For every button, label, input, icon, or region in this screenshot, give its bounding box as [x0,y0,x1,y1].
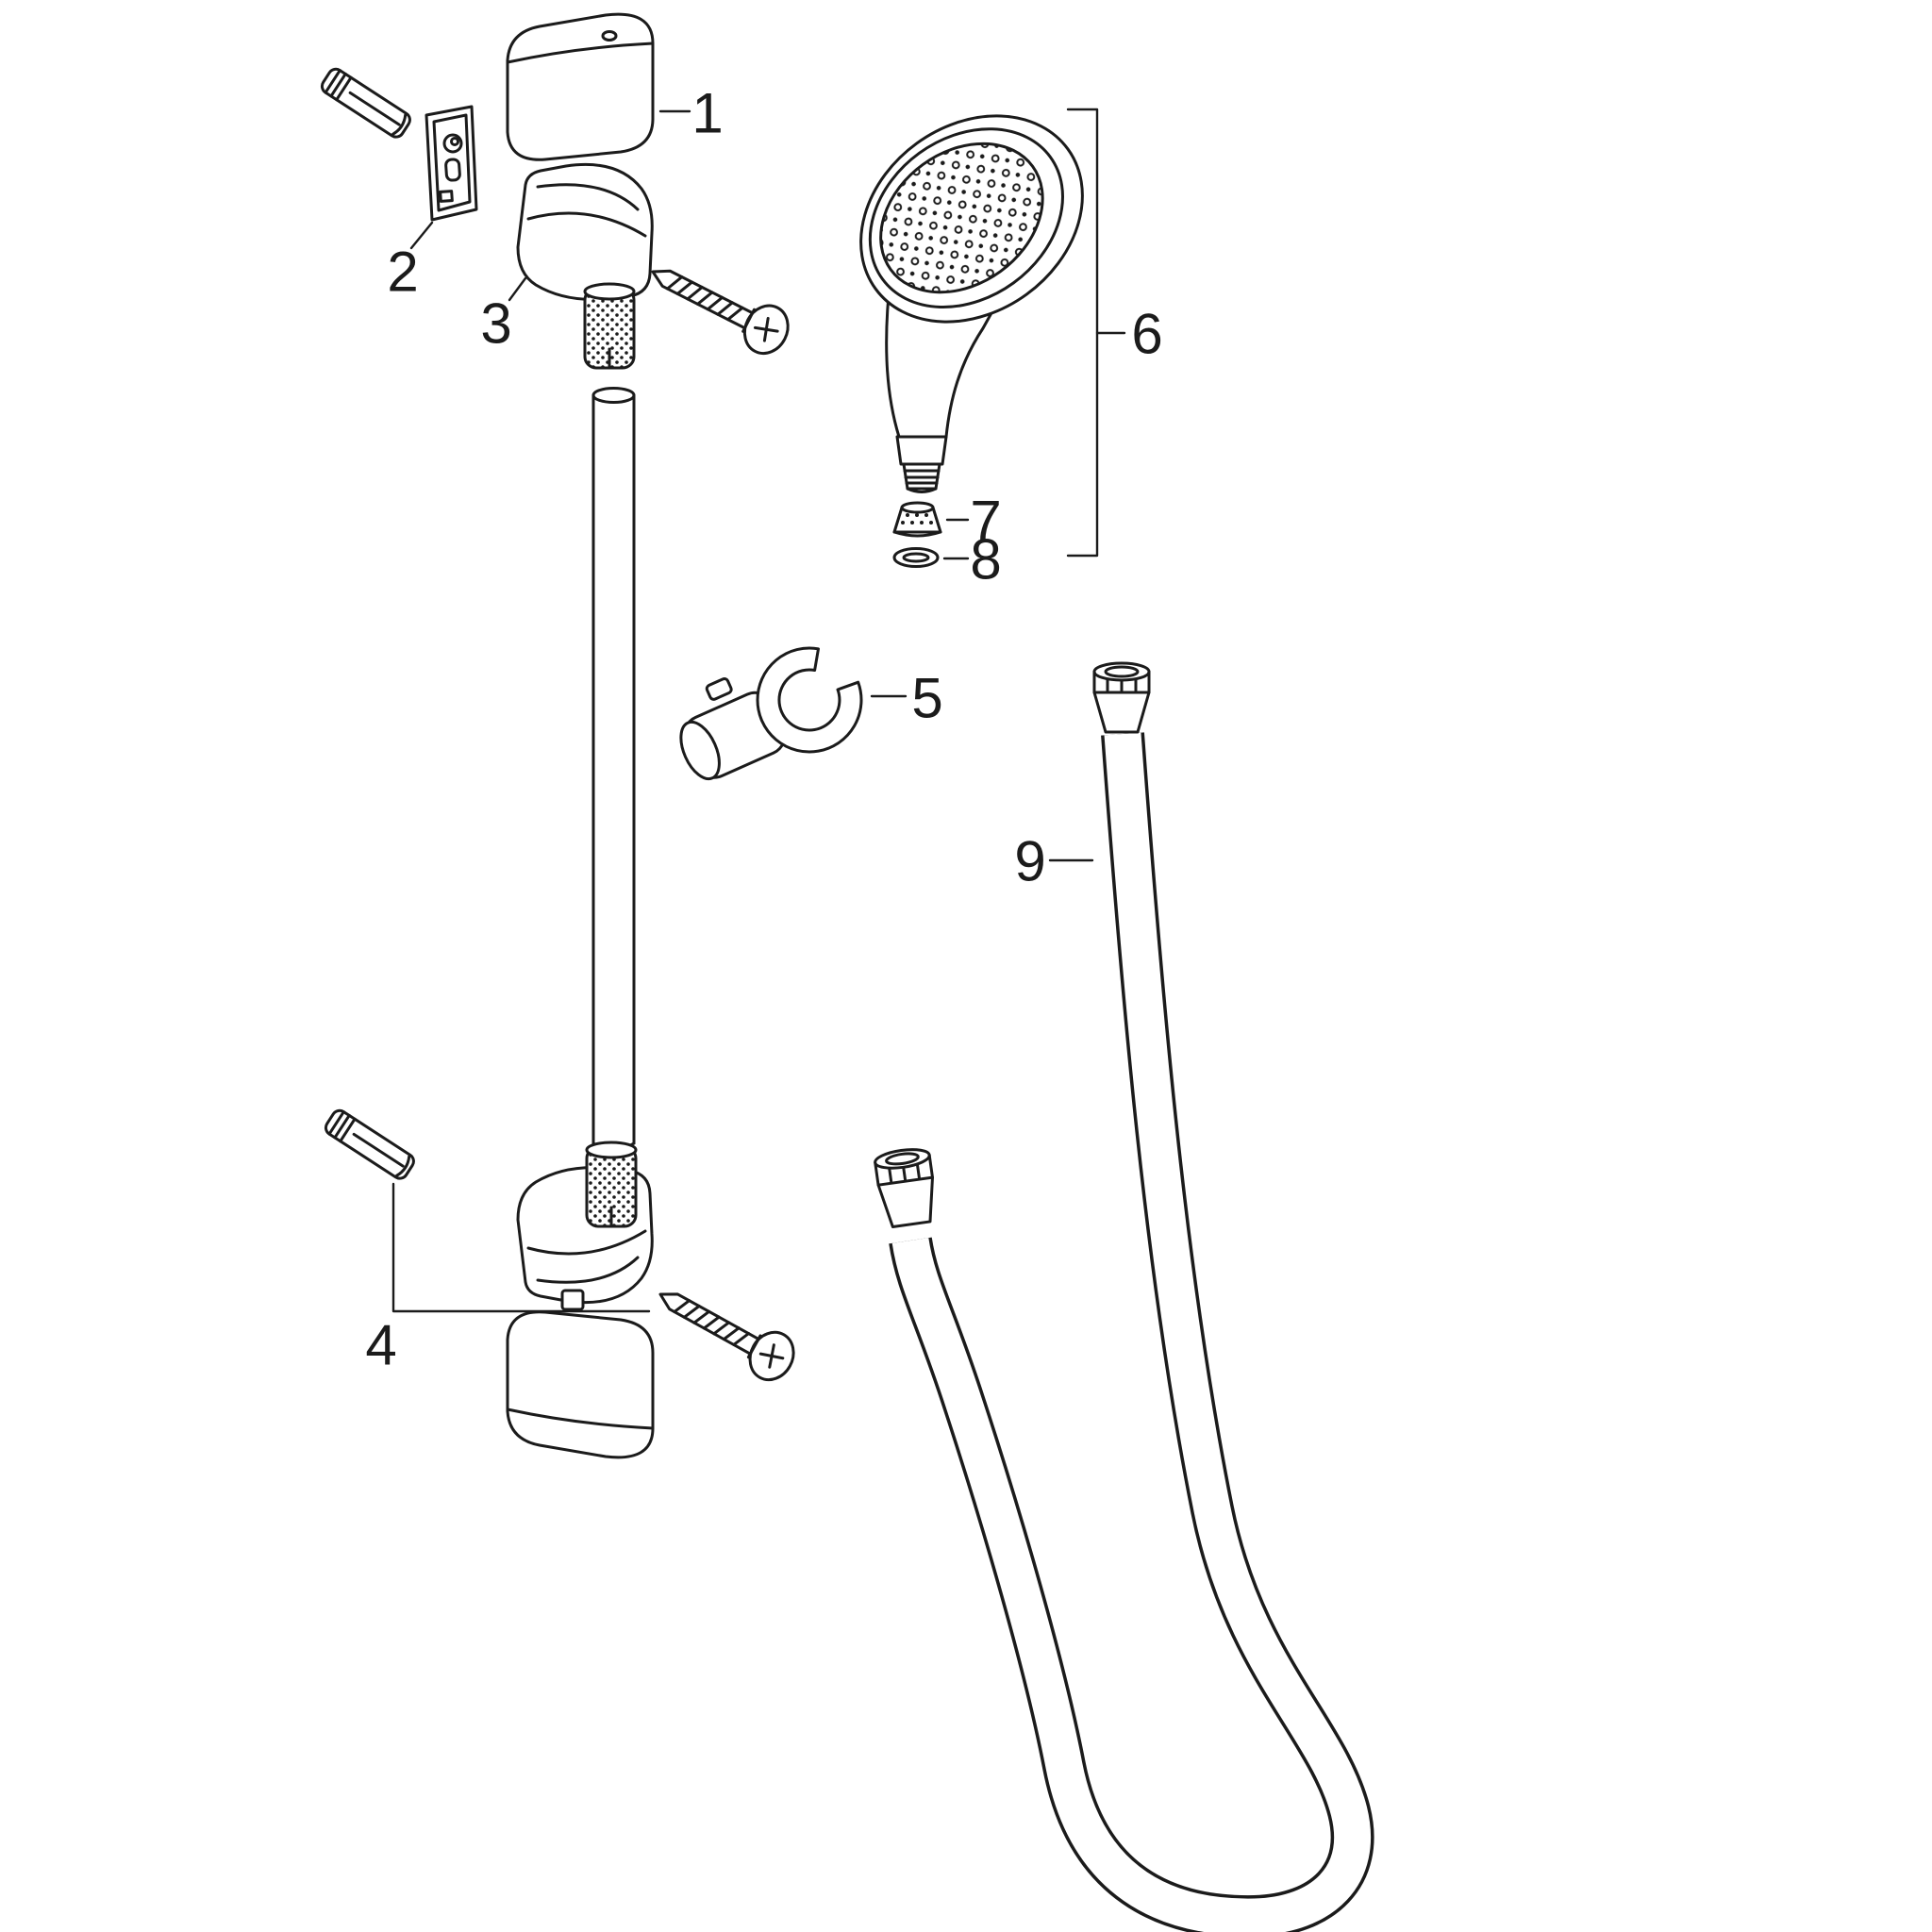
mounting-screw [646,1271,804,1390]
wall-plug-anchor [321,1106,418,1183]
callout-label-8: 8 [970,528,1001,591]
cover-cap-bottom [506,1289,655,1459]
lower-mounting-set [321,1106,804,1459]
upper-wall-bracket [516,162,654,301]
callout-label-1: 1 [691,82,723,145]
shower-hose [874,661,1374,1932]
cover-cap [506,12,655,161]
shower-rail-bar [591,387,636,1151]
hose-nut [1092,661,1151,734]
filter-insert [892,501,942,538]
leader-line-3 [508,276,527,302]
expansion-anchor [583,282,636,370]
callouts: 1 2 3 4 5 6 7 8 9 [365,82,1162,1377]
callout-label-6: 6 [1131,303,1162,366]
sealing-ring [892,547,940,568]
hose-nut [874,1148,934,1228]
mounting-screw [640,248,798,362]
callout-label-4: 4 [365,1314,396,1377]
hand-shower [859,114,1084,493]
callout-label-9: 9 [1014,830,1045,893]
wall-plug-anchor [317,64,414,142]
leader-line-2 [409,221,434,250]
callout-label-2: 2 [387,241,418,304]
callout-label-7: 7 [970,490,1001,553]
shower-holder-slider [679,646,863,781]
mounting-plate [425,105,478,222]
callout-label-5: 5 [911,667,942,730]
callout-label-3: 3 [480,292,511,356]
leader-line-4 [391,1182,651,1313]
expansion-anchor [585,1141,638,1228]
